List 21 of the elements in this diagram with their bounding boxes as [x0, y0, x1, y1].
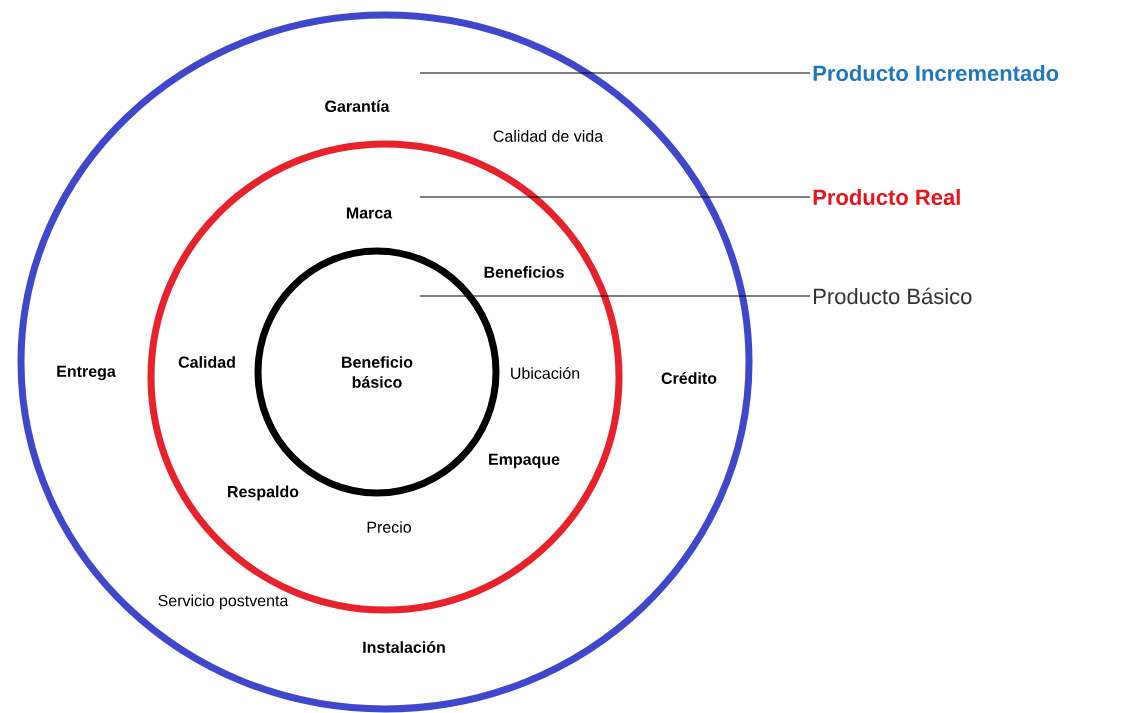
- ring-label: Entrega: [57, 365, 116, 381]
- title-label: Producto Incrementado: [813, 64, 1059, 82]
- title-label: Producto Básico: [814, 287, 972, 305]
- ring-label: Servicio postventa: [158, 594, 289, 610]
- ring: [147, 140, 623, 614]
- ring-label: Calidad: [178, 356, 235, 368]
- ring-label: Ubicación: [511, 367, 580, 379]
- leader-line: [419, 72, 811, 74]
- leader-line: [419, 196, 811, 198]
- ring-label: Calidad de vida: [493, 130, 604, 142]
- ring-label: Empaque: [489, 453, 560, 469]
- ring-label: Precio: [367, 521, 411, 533]
- ring-label: Respaldo: [228, 485, 299, 501]
- ring: [17, 11, 753, 713]
- leader-line: [419, 295, 811, 297]
- ring-label: Beneficios: [484, 266, 564, 278]
- ring-label: Marca: [346, 207, 393, 219]
- ring-label: Garantía: [325, 100, 390, 112]
- title-label: Producto Real: [813, 188, 960, 206]
- ring-label: Instalación: [363, 641, 445, 653]
- ring-label: Crédito: [661, 372, 717, 384]
